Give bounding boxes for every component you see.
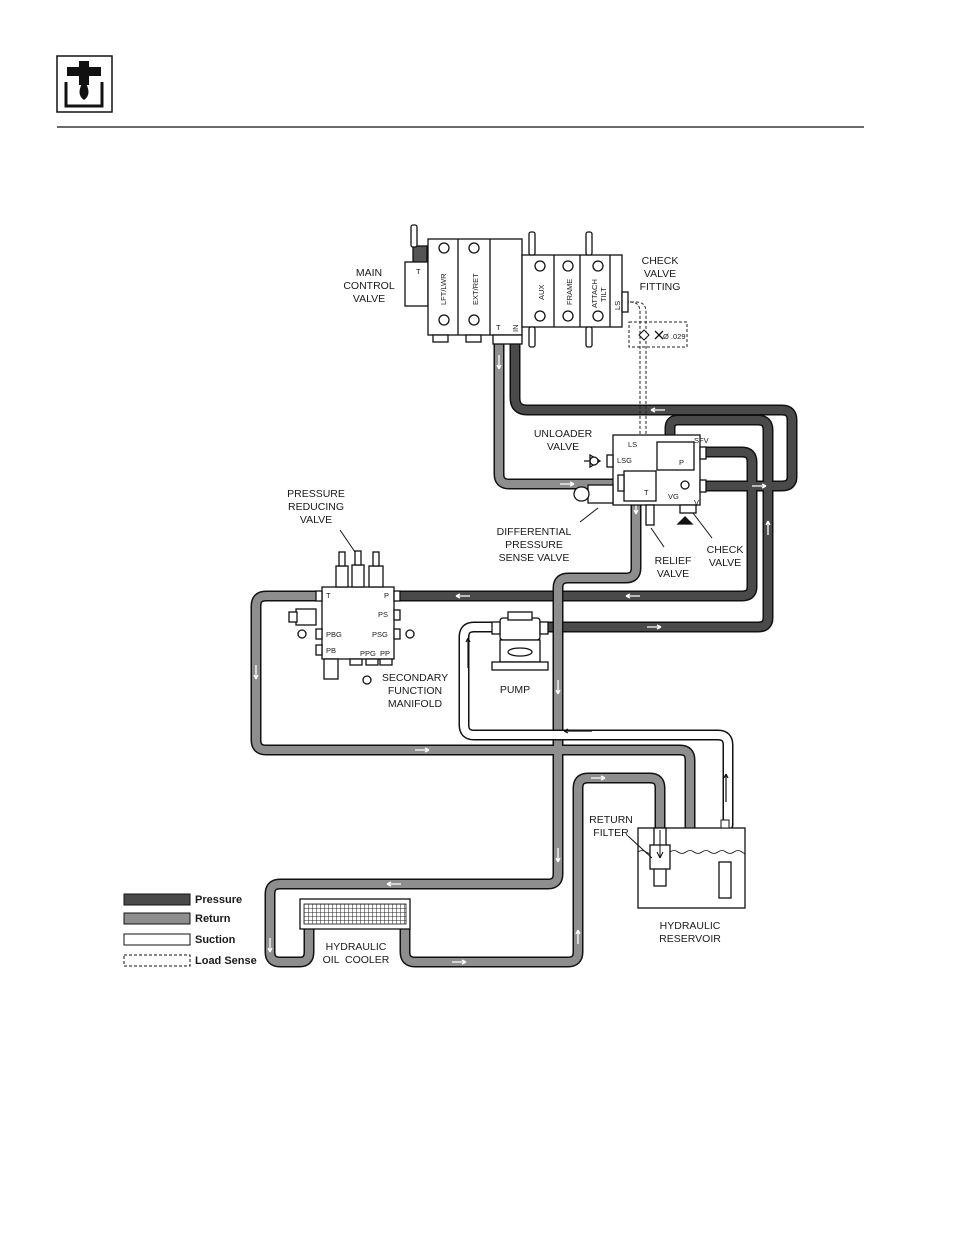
differential-label-2: PRESSURE	[505, 539, 563, 551]
legend-swatch-return	[123, 912, 191, 925]
relief-valve-label-1: RELIEF	[655, 555, 692, 567]
m-port-psg-label: PSG	[372, 630, 388, 639]
hydraulic-reservoir: RETURN FILTER HYDRAULIC RESERVOIR	[589, 814, 746, 945]
legend-return-label: Return	[195, 913, 231, 925]
oil-cooler-label-2: OIL COOLER	[323, 954, 390, 966]
secondary-function-manifold	[288, 550, 415, 685]
svg-text:VALVE: VALVE	[353, 293, 385, 305]
m-port-pbg-label: PBG	[326, 630, 342, 639]
svg-text:CONTROL: CONTROL	[343, 280, 394, 292]
lift-section-label: LFT/LWR	[439, 273, 448, 305]
pump-label: PUMP	[500, 684, 530, 696]
relief-valve-label-2: VALVE	[657, 568, 689, 580]
frame-section-label: FRAME	[565, 279, 574, 305]
port-t-label: T	[644, 488, 649, 497]
attach-section-label: ATTACH	[590, 279, 599, 308]
suction-arrows	[465, 637, 729, 802]
legend-swatch-suction	[123, 933, 191, 946]
main-control-valve-label: MAIN CONTROL VALVE	[343, 267, 394, 305]
return-lines	[250, 339, 696, 968]
tilt-section-label: TILT	[599, 287, 608, 302]
return-filter-label-2: FILTER	[593, 827, 629, 839]
legend: Pressure Return Suction Load Sense	[123, 893, 257, 967]
pressure-reducing-label-1: PRESSURE	[287, 488, 345, 500]
legend-pressure-label: Pressure	[195, 894, 242, 906]
m-port-pb-label: PB	[326, 646, 336, 655]
valve-t-port-label: T	[416, 267, 421, 276]
unloader-valve-label-1: UNLOADER	[534, 428, 593, 440]
main-control-valve	[404, 224, 629, 348]
port-lsg-label: LSG	[617, 456, 632, 465]
legend-swatch-load-sense	[123, 954, 191, 967]
manifold-port-labels: T P PS PBG PSG PB PPG PP	[326, 591, 390, 658]
secondary-function-label-3: MANIFOLD	[388, 698, 443, 710]
aux-section-label: AUX	[537, 285, 546, 300]
svg-text:VALVE: VALVE	[644, 268, 676, 280]
manifold-callouts: PRESSURE REDUCING VALVE SECONDARY FUNCTI…	[287, 488, 448, 710]
hydraulic-oil-cooler: HYDRAULIC OIL COOLER	[299, 898, 411, 966]
port-vg-label: VG	[668, 492, 679, 501]
main-control-valve-labels: T LFT/LWR EXT/RET T IN AUX FRAME ATTACH …	[416, 267, 622, 332]
suction-line	[458, 621, 734, 831]
valve-t-bottom-label: T	[496, 323, 501, 332]
valve-ls-label: LS	[613, 301, 622, 310]
oil-cooler-label-1: HYDRAULIC	[326, 941, 387, 953]
port-sfv-label: SFV	[694, 436, 709, 445]
m-port-t-label: T	[326, 591, 331, 600]
check-valve-label-1: CHECK	[707, 544, 744, 556]
legend-suction-label: Suction	[195, 934, 236, 946]
pump: PUMP	[491, 611, 549, 696]
unloader-callouts: UNLOADER VALVE DIFFERENTIAL PRESSURE SEN…	[497, 428, 744, 580]
reservoir-label-1: HYDRAULIC	[660, 920, 721, 932]
m-port-pp-label: PP	[380, 649, 390, 658]
unloader-valve-block	[573, 434, 707, 526]
secondary-function-label-2: FUNCTION	[388, 685, 442, 697]
differential-label-1: DIFFERENTIAL	[497, 526, 572, 538]
legend-load-sense-label: Load Sense	[195, 955, 257, 967]
m-port-ppg-label: PPG	[360, 649, 376, 658]
unloader-valve-label-2: VALVE	[547, 441, 579, 453]
svg-text:CHECK: CHECK	[642, 255, 679, 267]
reservoir-label-2: RESERVOIR	[659, 933, 721, 945]
differential-label-3: SENSE VALVE	[499, 552, 570, 564]
secondary-function-label-1: SECONDARY	[382, 672, 448, 684]
port-ls-label: LS	[628, 440, 637, 449]
ext-section-label: EXT/RET	[471, 273, 480, 305]
check-valve-fitting: Ø .029 CHECK VALVE FITTING	[638, 255, 686, 341]
port-v-label: V	[694, 498, 699, 507]
pressure-reducing-label-2: REDUCING	[288, 501, 344, 513]
port-p-label: P	[679, 458, 684, 467]
flow-arrows	[253, 355, 771, 965]
m-port-ps-label: PS	[378, 610, 388, 619]
unloader-port-labels: LS LSG SFV P T VG V	[617, 436, 709, 507]
svg-text:FITTING: FITTING	[640, 281, 681, 293]
hydraulic-section-icon	[56, 55, 113, 113]
return-filter-label-1: RETURN	[589, 814, 633, 826]
pressure-lines	[394, 339, 798, 633]
check-valve-label-2: VALVE	[709, 557, 741, 569]
legend-swatch-pressure	[123, 893, 191, 906]
m-port-p-label: P	[384, 591, 389, 600]
load-sense-line	[620, 301, 688, 452]
orifice-label: Ø .029	[663, 332, 686, 341]
pressure-reducing-label-3: VALVE	[300, 514, 332, 526]
svg-text:MAIN: MAIN	[356, 267, 382, 279]
valve-in-label: IN	[511, 325, 520, 333]
